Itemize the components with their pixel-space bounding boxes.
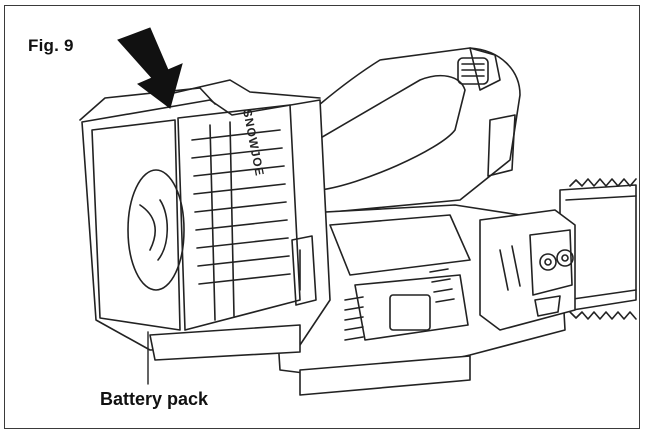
insert-direction-arrow-icon <box>117 27 183 109</box>
figure-number: Fig. 9 <box>28 36 74 55</box>
battery-pack-callout: Battery pack <box>100 389 209 409</box>
motor-housing <box>269 204 576 396</box>
top-handle <box>269 47 521 216</box>
battery-pack <box>79 79 331 361</box>
